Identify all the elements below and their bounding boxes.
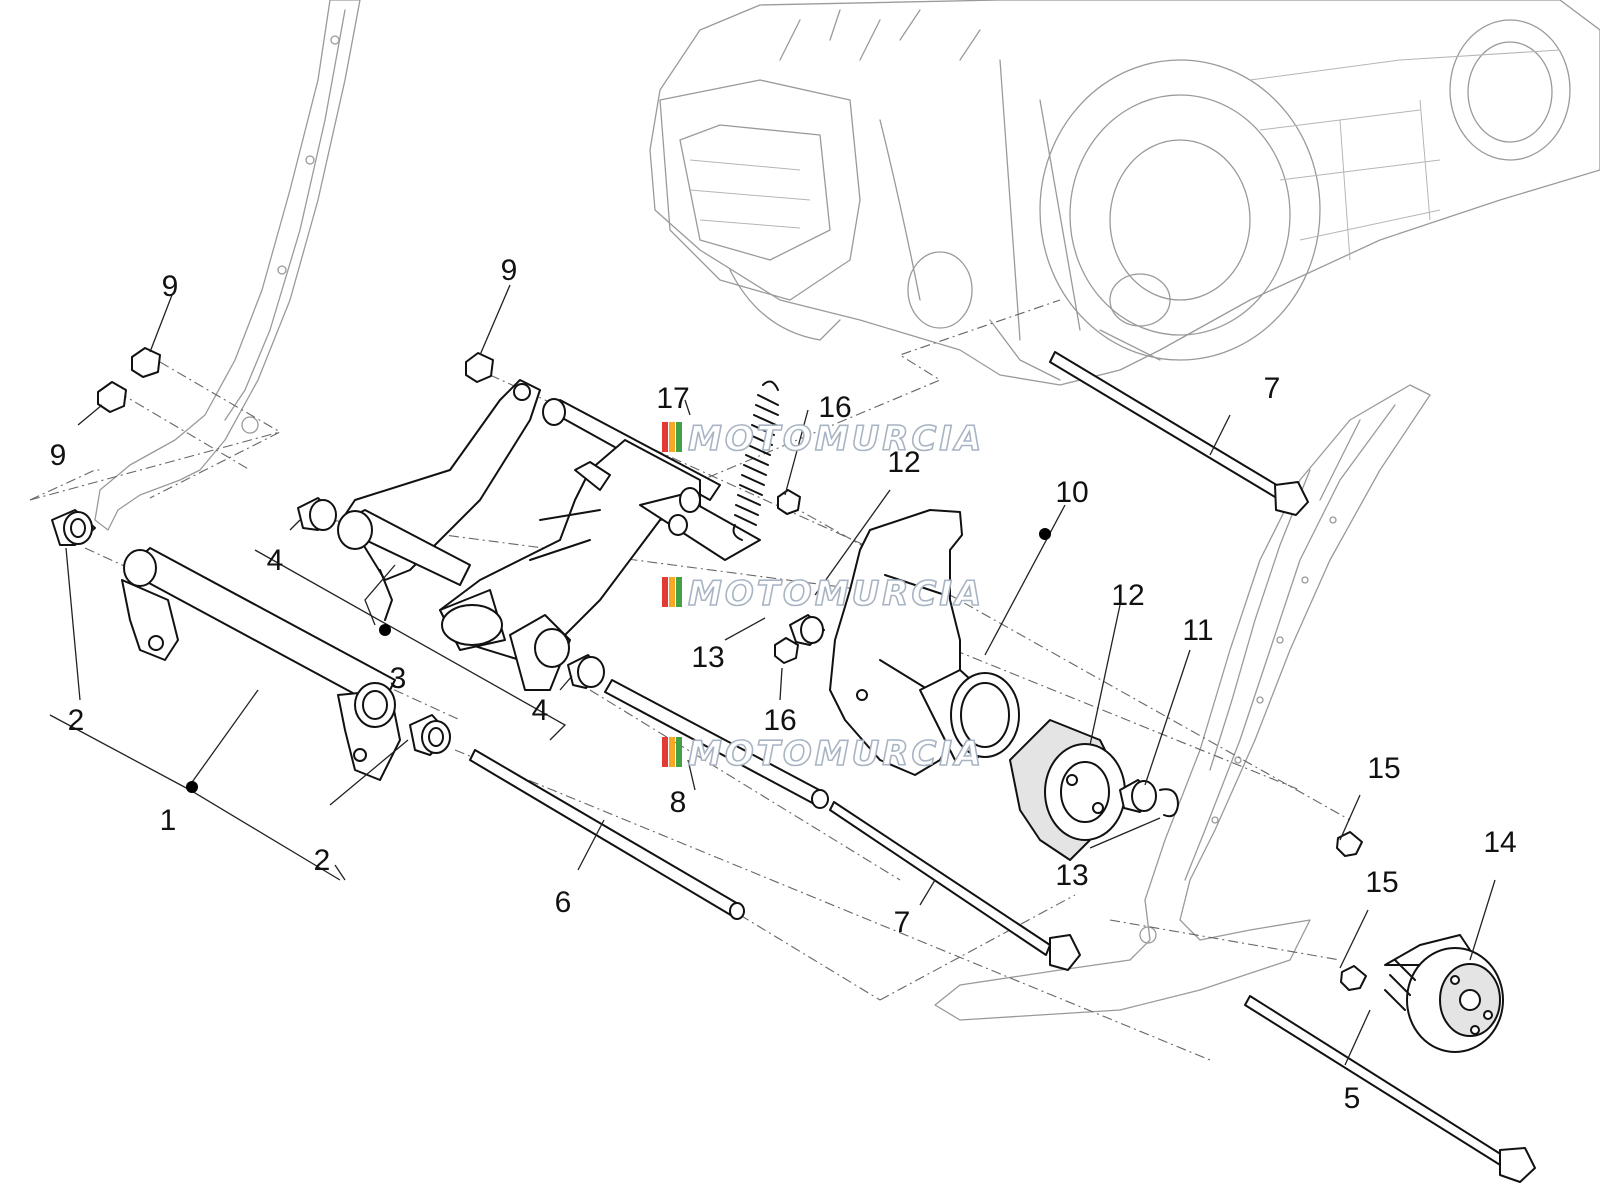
part-7-bolt-center	[829, 801, 1081, 971]
callout-11: 11	[1182, 614, 1213, 647]
part-4-bushings	[297, 497, 605, 689]
callout-10: 10	[1055, 476, 1088, 509]
right-frame-ghost	[934, 384, 1431, 1021]
watermark-1: MOTOMURCIA	[662, 418, 984, 460]
watermark-stripe-red	[662, 577, 668, 607]
dot-part-3	[379, 624, 391, 636]
callout-13b: 13	[1055, 859, 1088, 892]
watermark-3: MOTOMURCIA	[662, 733, 984, 775]
callout-17: 17	[656, 382, 689, 415]
callout-7b: 7	[894, 906, 911, 939]
part-3-link-plate	[337, 379, 541, 621]
part-7-bolt-top	[1049, 351, 1309, 516]
part-17-spring	[732, 380, 779, 541]
reference-dots	[186, 528, 1051, 793]
part-11-bushing	[1119, 779, 1157, 813]
callout-2b: 2	[314, 844, 331, 877]
part-16-nuts	[774, 489, 801, 664]
callout-4a: 4	[267, 544, 284, 577]
part-14-damper	[1384, 934, 1504, 1053]
callout-7a: 7	[1264, 372, 1281, 405]
watermark-stripe-green	[676, 737, 682, 767]
watermark-stripe-green	[676, 422, 682, 452]
watermark-stripe-red	[662, 422, 668, 452]
part-9-nuts	[97, 347, 494, 413]
callout-13a: 13	[691, 641, 724, 674]
swingarm-body	[439, 398, 761, 691]
callout-3: 3	[390, 662, 407, 695]
part-2-bushings	[51, 509, 451, 756]
dot-part-10	[1039, 528, 1051, 540]
part-13-bushing	[789, 614, 1180, 818]
callout-16a: 16	[818, 391, 851, 424]
callout-labels: 1 2 2 3 4 4 5 6 7 7 8 9 9 9 10 11 12 12 …	[50, 254, 1517, 1115]
engine-ghost-outline	[649, 0, 1600, 386]
callout-12a: 12	[887, 446, 920, 479]
callout-16b: 16	[763, 704, 796, 737]
part-6-rod	[469, 749, 745, 920]
left-frame-ghost	[94, 0, 361, 531]
watermark-text: MOTOMURCIA	[688, 419, 984, 459]
watermark-2: MOTOMURCIA	[662, 573, 984, 615]
part-15-bolts	[1336, 831, 1367, 991]
watermark-stripe-green	[676, 577, 682, 607]
callout-14: 14	[1483, 826, 1516, 859]
callout-1: 1	[160, 804, 177, 837]
dot-part-1	[186, 781, 198, 793]
part-12-silentblock	[1009, 719, 1126, 861]
callout-9a: 9	[162, 270, 179, 303]
watermark-stripe-red	[662, 737, 668, 767]
part-8-spacer-tube	[604, 679, 829, 809]
callout-8: 8	[670, 786, 687, 819]
callout-9c: 9	[501, 254, 518, 287]
callout-2a: 2	[68, 704, 85, 737]
callout-9b: 9	[50, 439, 67, 472]
watermark-stripe-yellow	[669, 737, 675, 767]
part-5-bolt	[1244, 995, 1536, 1183]
part-10-cylinder	[919, 669, 1020, 761]
watermark-text: MOTOMURCIA	[688, 734, 984, 774]
callout-15b: 15	[1365, 866, 1398, 899]
callout-12b: 12	[1111, 579, 1144, 612]
callout-5: 5	[1344, 1082, 1361, 1115]
callout-15a: 15	[1367, 752, 1400, 785]
watermark-stripe-yellow	[669, 422, 675, 452]
callout-4b: 4	[532, 694, 549, 727]
watermark-stripe-yellow	[669, 577, 675, 607]
part-1-pivot-tube	[121, 547, 401, 781]
watermark-text: MOTOMURCIA	[688, 574, 984, 614]
callout-6: 6	[555, 886, 572, 919]
